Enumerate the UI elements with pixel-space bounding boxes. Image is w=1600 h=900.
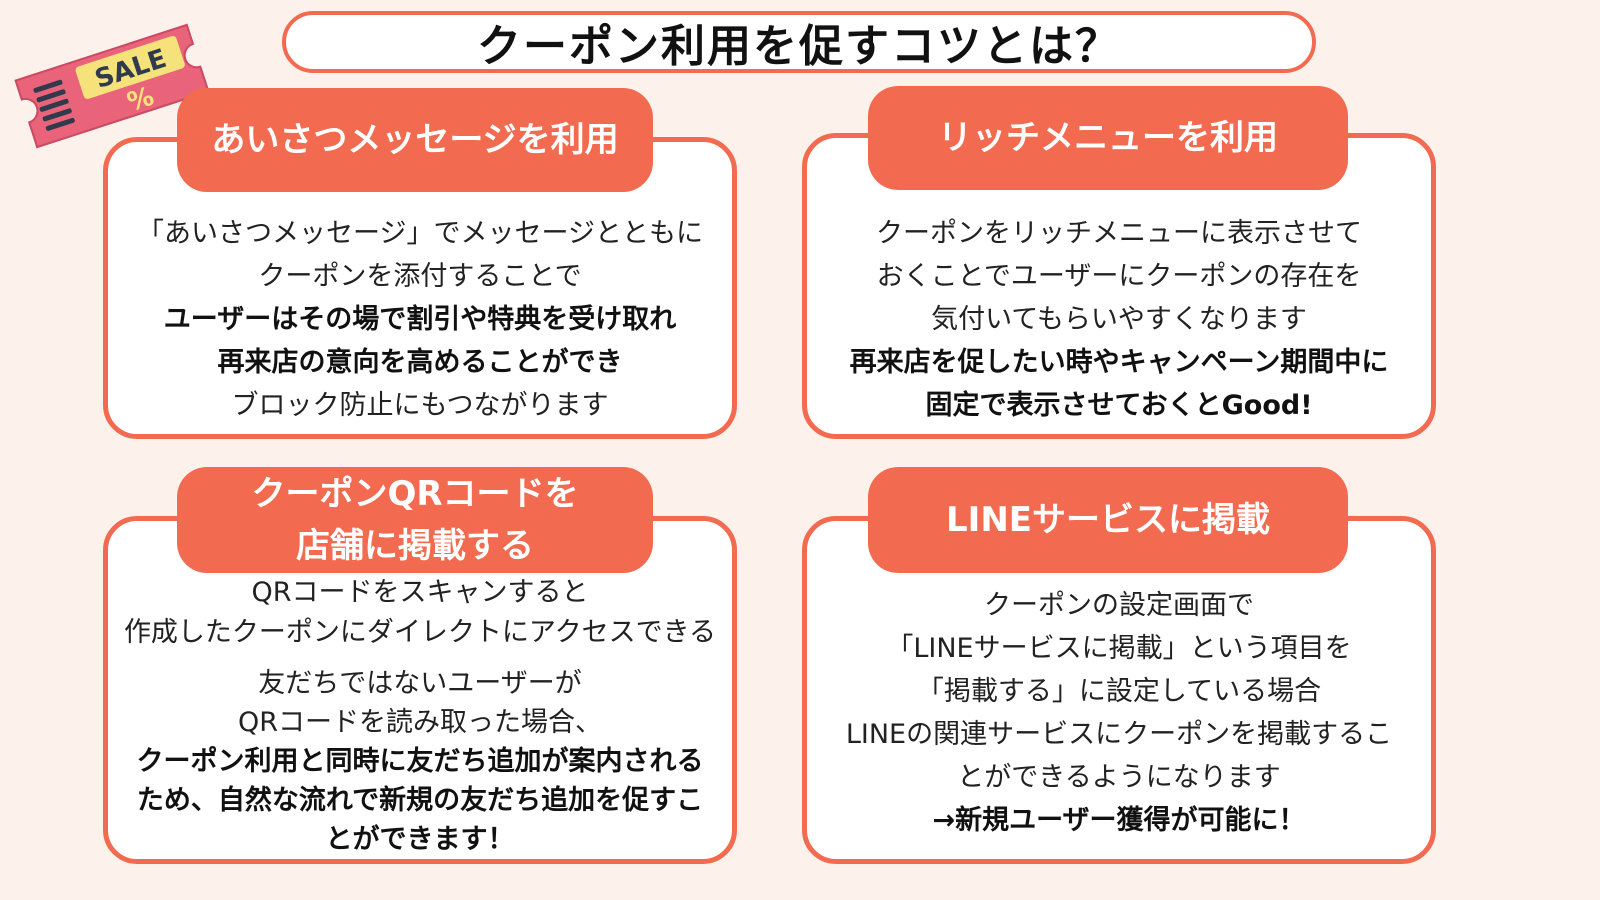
body-line: LINEの関連サービスにクーポンを掲載するこ — [845, 719, 1393, 750]
body-line-bold: ため、自然な流れで新規の友だち追加を促すこ — [136, 785, 704, 816]
card-line-service-heading: LINEサービスに掲載 — [868, 467, 1348, 573]
page-title-box: クーポン利用を促すコツとは？ — [282, 11, 1316, 73]
heading-text: あいさつメッセージを利用 — [211, 120, 619, 160]
page-title: クーポン利用を促すコツとは？ — [477, 21, 1121, 72]
body-line-bold: とができます！ — [325, 824, 515, 855]
card-qr-code-body-b: 友だちではないユーザーが QRコードを読み取った場合、 クーポン利用と同時に友だ… — [108, 664, 732, 859]
heading-text: 店舗に掲載する — [296, 526, 534, 566]
card-rich-menu-heading: リッチメニューを利用 — [868, 86, 1348, 190]
heading-text: LINEサービスに掲載 — [946, 500, 1270, 540]
body-line-bold: →新規ユーザー獲得が可能に！ — [932, 805, 1306, 836]
body-line: 友だちではないユーザーが — [258, 668, 582, 699]
body-line: とができるようになります — [957, 762, 1281, 793]
body-line: QRコードを読み取った場合、 — [237, 707, 602, 738]
card-line-service-body: クーポンの設定画面で 「LINEサービスに掲載」という項目を 「掲載する」に設定… — [807, 584, 1431, 842]
body-line-bold: 固定で表示させておくとGood! — [925, 390, 1313, 421]
heading-text: クーポンQRコードを — [251, 474, 579, 514]
body-line-bold: 再来店の意向を高めることができ — [217, 347, 623, 378]
body-line: 「掲載する」に設定している場合 — [916, 676, 1322, 707]
body-line: おくことでユーザーにクーポンの存在を — [876, 261, 1362, 292]
heading-text: リッチメニューを利用 — [938, 118, 1278, 158]
body-line: 気付いてもらいやすくなります — [931, 304, 1307, 335]
card-qr-code: QRコードをスキャンすると 作成したクーポンにダイレクトにアクセスできる 友だち… — [103, 516, 737, 864]
card-qr-code-body-a: QRコードをスキャンすると 作成したクーポンにダイレクトにアクセスできる — [108, 573, 732, 653]
body-line: 「あいさつメッセージ」でメッセージとともに — [137, 218, 703, 249]
card-qr-code-heading: クーポンQRコードを 店舗に掲載する — [177, 467, 653, 573]
body-line: ブロック防止にもつながります — [231, 390, 609, 421]
card-greeting-body: 「あいさつメッセージ」でメッセージとともに クーポンを添付することで ユーザーは… — [108, 212, 732, 427]
card-rich-menu-body: クーポンをリッチメニューに表示させて おくことでユーザーにクーポンの存在を 気付… — [807, 212, 1431, 427]
body-line-bold: ユーザーはその場で割引や特典を受け取れ — [163, 304, 677, 335]
body-line: クーポンをリッチメニューに表示させて — [876, 218, 1362, 249]
body-line: クーポンを添付することで — [258, 261, 582, 292]
body-line: QRコードをスキャンすると — [251, 577, 589, 608]
body-line: クーポンの設定画面で — [984, 590, 1254, 621]
body-line: 「LINEサービスに掲載」という項目を — [886, 633, 1352, 664]
body-line: 作成したクーポンにダイレクトにアクセスできる — [123, 617, 717, 648]
card-line-service: クーポンの設定画面で 「LINEサービスに掲載」という項目を 「掲載する」に設定… — [802, 516, 1436, 864]
body-line-bold: 再来店を促したい時やキャンペーン期間中に — [849, 347, 1389, 378]
sale-ticket-icon: SALE % — [14, 23, 210, 149]
card-greeting-heading: あいさつメッセージを利用 — [177, 88, 653, 192]
body-line-bold: クーポン利用と同時に友だち追加が案内される — [136, 746, 704, 777]
